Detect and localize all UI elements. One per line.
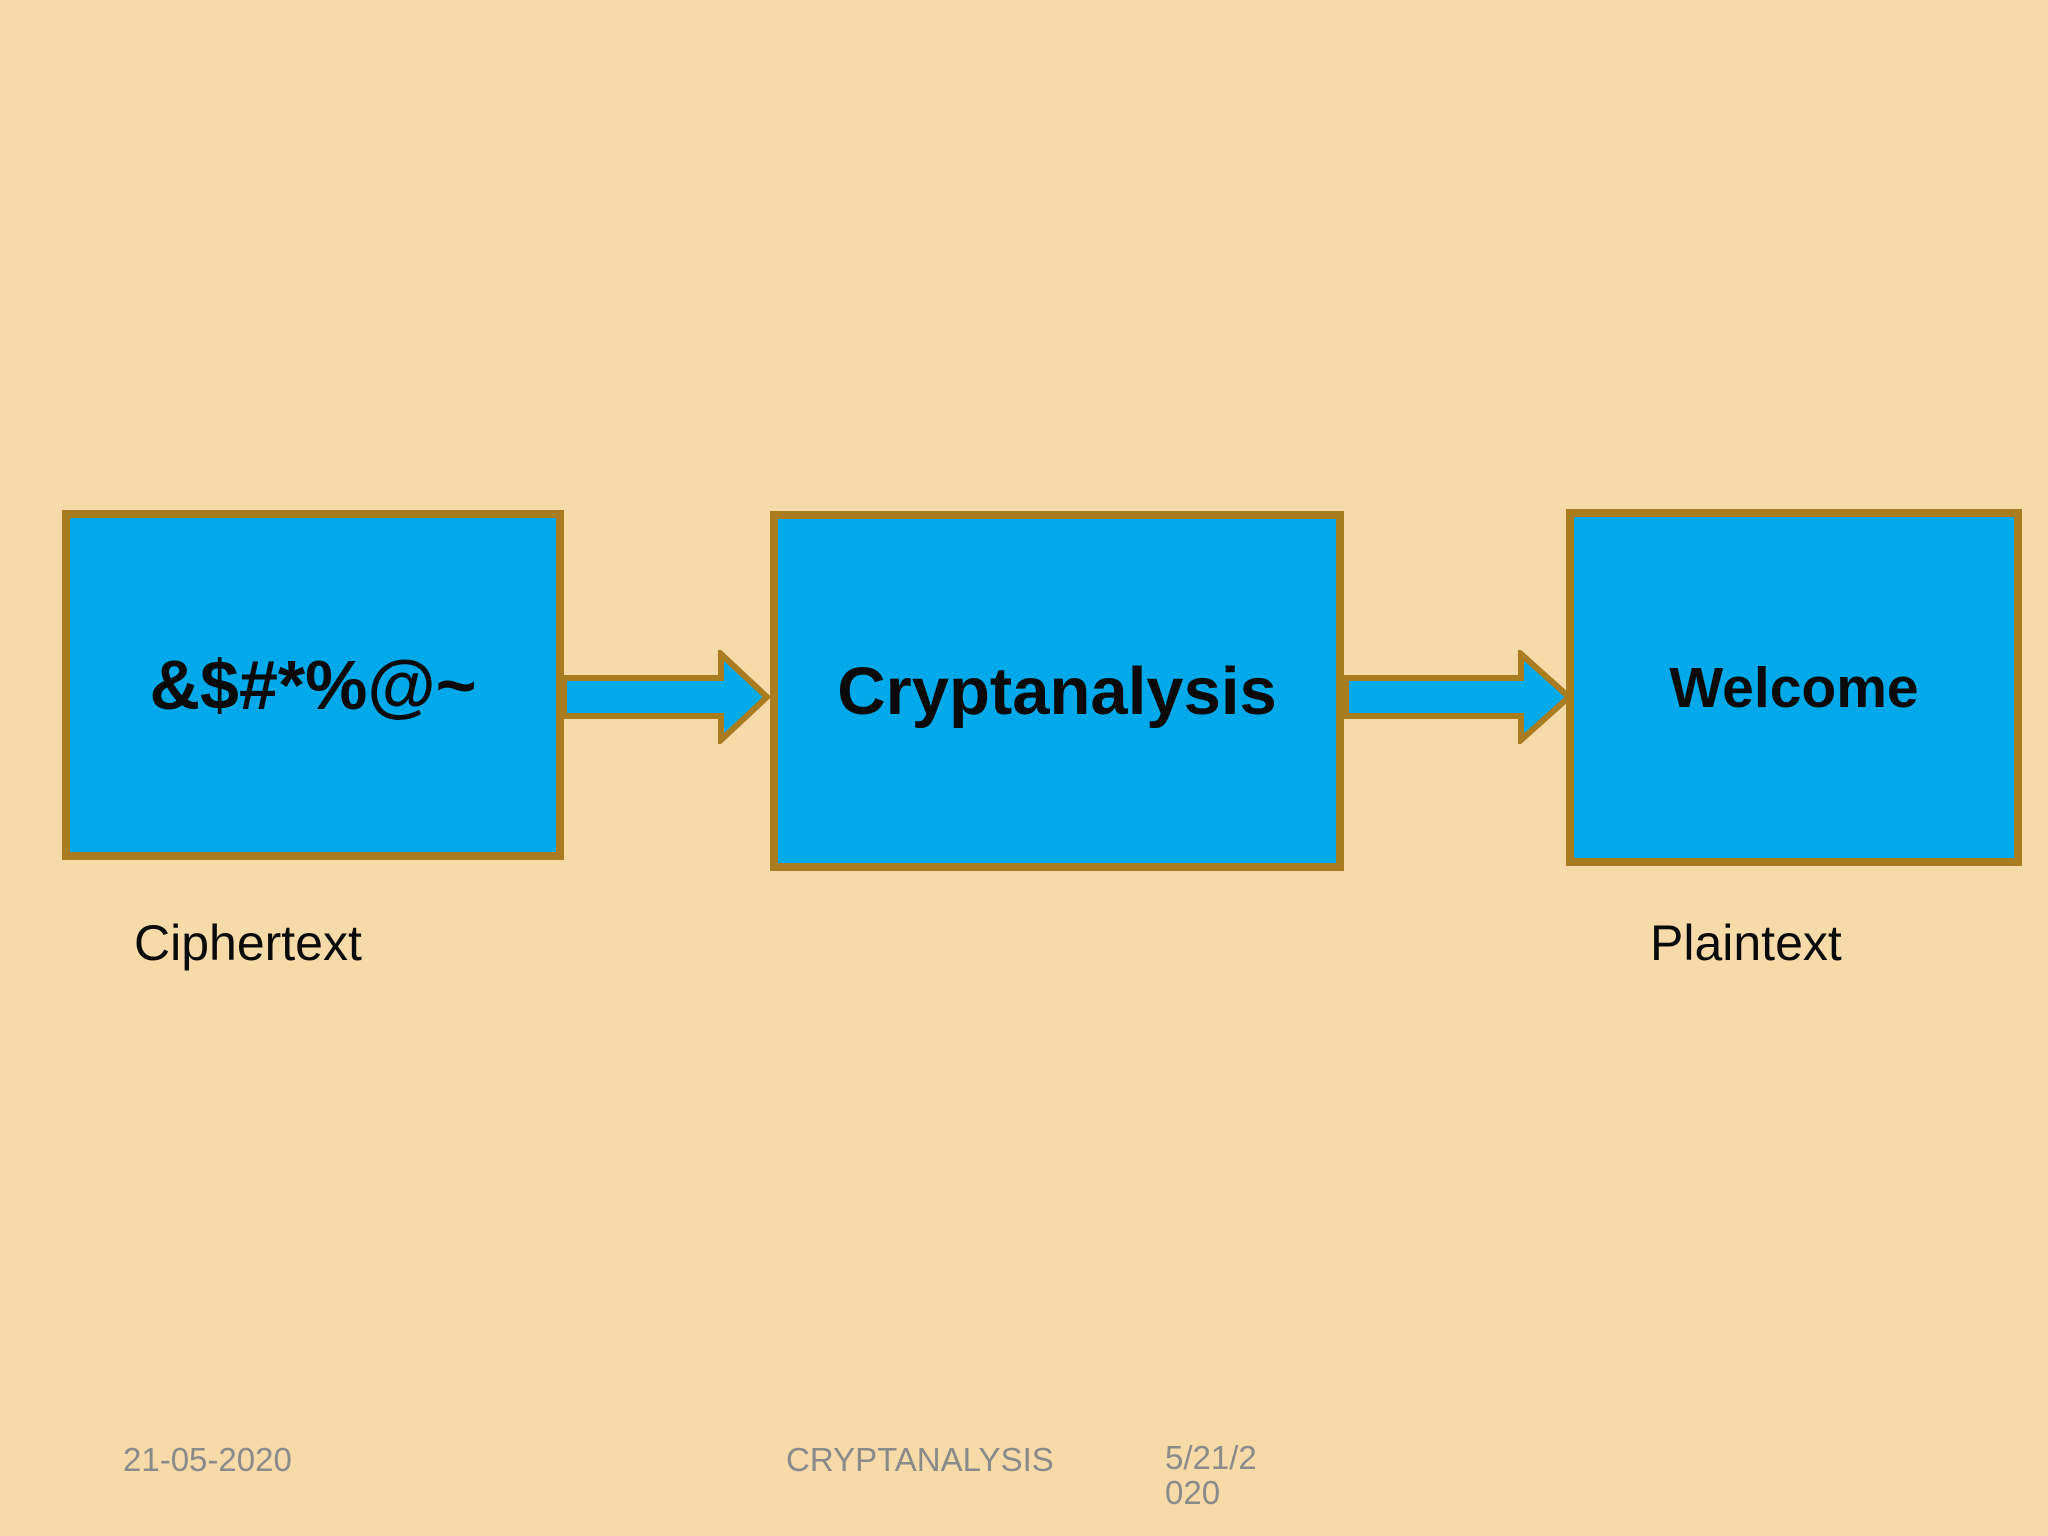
ciphertext-caption: Ciphertext	[134, 915, 362, 971]
ciphertext-box: &$#*%@~	[62, 510, 564, 860]
footer-datetime-line1: 5/21/2	[1165, 1439, 1257, 1476]
cryptanalysis-box: Cryptanalysis	[770, 511, 1344, 871]
cryptanalysis-box-label: Cryptanalysis	[837, 653, 1277, 729]
welcome-box-label: Welcome	[1669, 655, 1919, 720]
footer-date: 21-05-2020	[123, 1441, 292, 1478]
footer-datetime-line2: 020	[1165, 1474, 1221, 1511]
footer-datetime: 5/21/2 020	[1165, 1440, 1257, 1510]
ciphertext-box-label: &$#*%@~	[149, 646, 477, 724]
footer-slide-title: CRYPTANALYSIS	[786, 1441, 1054, 1478]
right-arrow-shape-2	[1343, 650, 1573, 744]
right-arrow-shape-1	[561, 650, 771, 744]
welcome-box: Welcome	[1566, 509, 2022, 866]
plaintext-caption: Plaintext	[1650, 915, 1842, 971]
